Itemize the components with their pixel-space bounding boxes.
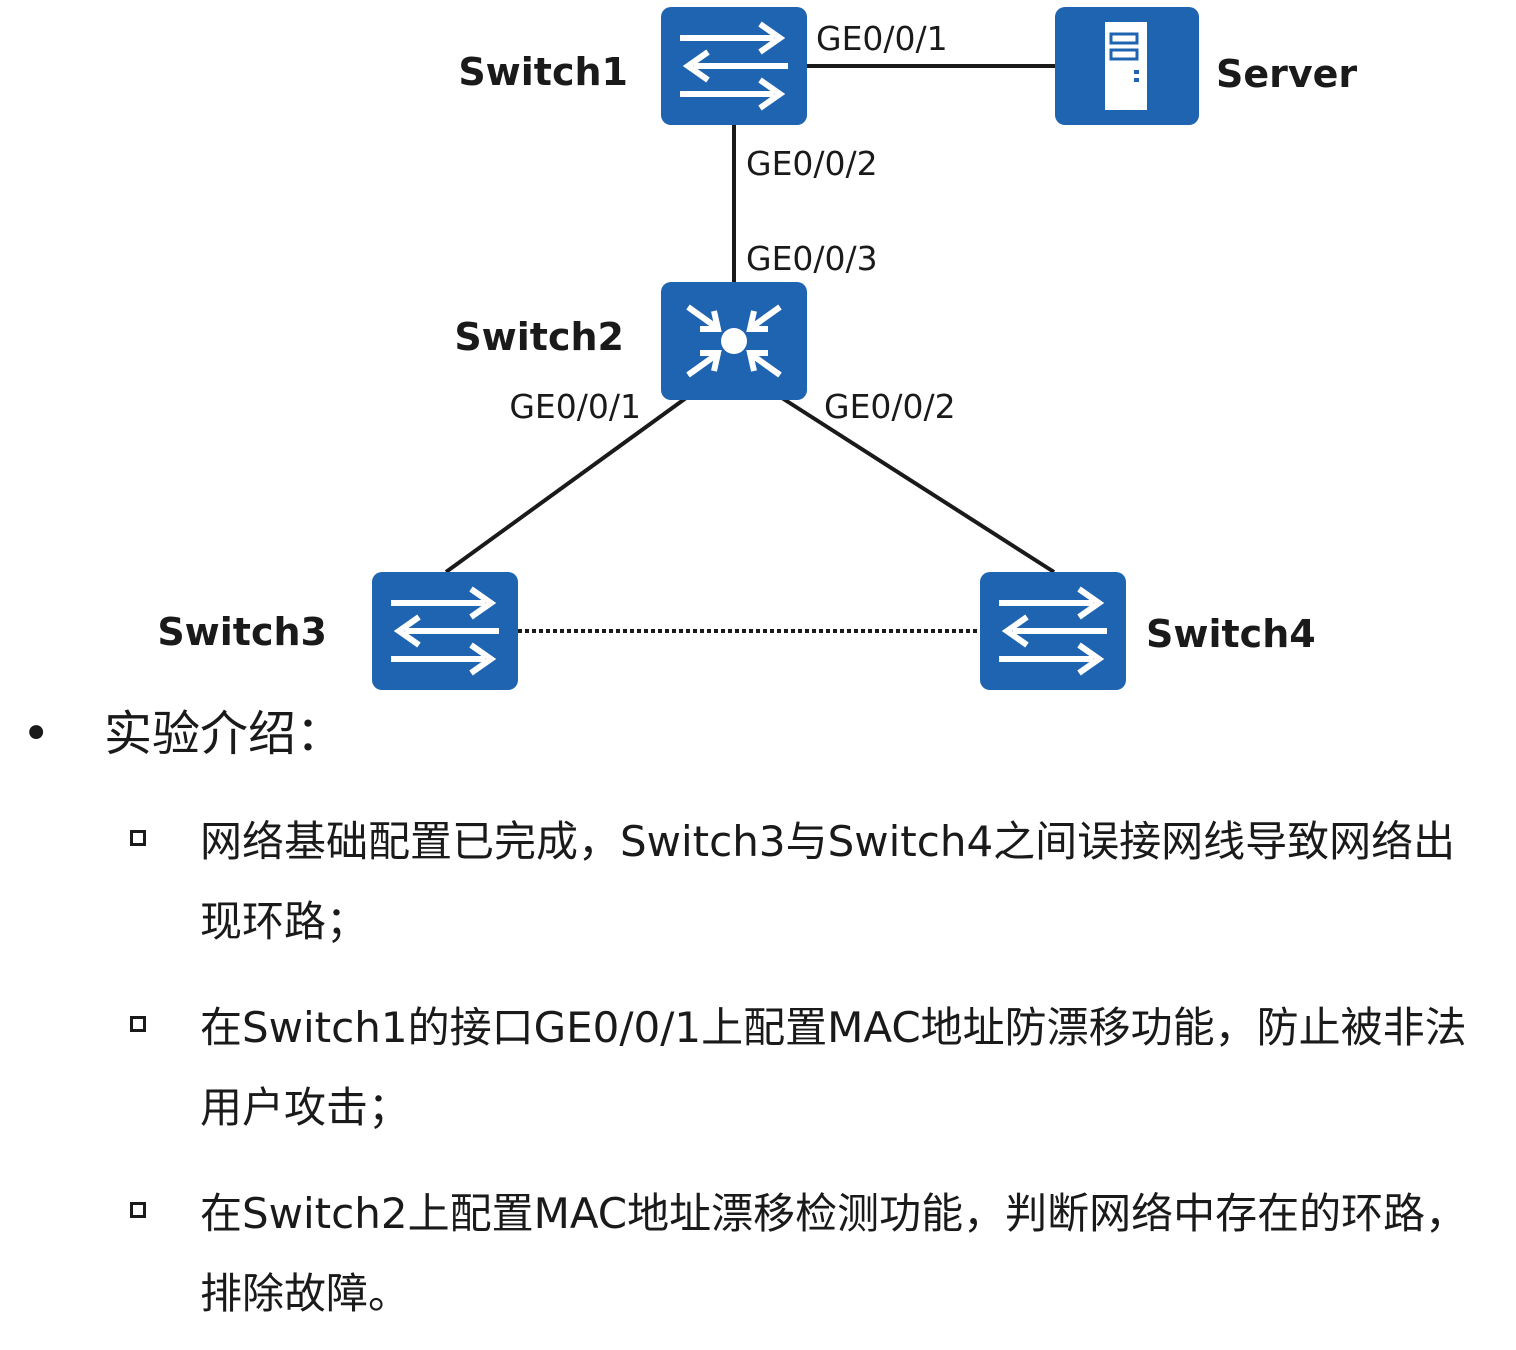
port-label-switch1-ge002: GE0/0/2: [746, 144, 878, 183]
switch-arrows-icon: [999, 589, 1107, 673]
intro-item-text: 在Switch1的接口GE0/0/1上配置MAC地址防漂移功能，防止被非法用户攻…: [200, 1003, 1467, 1132]
intro-item-text: 在Switch2上配置MAC地址漂移检测功能，判断网络中存在的环路，排除故障。: [200, 1189, 1468, 1318]
device-switch2[interactable]: [661, 282, 807, 400]
label-switch1: Switch1: [458, 50, 628, 94]
port-label-switch2-ge001: GE0/0/1: [509, 387, 641, 426]
network-topology-diagram: Switch1 Server Swi: [157, 7, 1357, 690]
intro-item-text: 网络基础配置已完成，Switch3与Switch4之间误接网线导致网络出现环路；: [200, 817, 1456, 946]
intro-heading: 实验介绍：: [104, 706, 345, 762]
switch-arrows-icon: [680, 24, 788, 108]
label-server: Server: [1216, 52, 1357, 96]
port-label-switch1-ge001: GE0/0/1: [816, 19, 948, 58]
switch-arrows-icon: [391, 589, 499, 673]
square-bullet-icon: [130, 1016, 146, 1032]
link-switch2-switch4: [780, 396, 1056, 574]
port-label-switch2-ge002: GE0/0/2: [824, 387, 956, 426]
square-bullet-icon: [130, 830, 146, 846]
server-icon: [1105, 22, 1147, 110]
device-switch4[interactable]: [980, 572, 1126, 690]
device-server[interactable]: [1055, 7, 1199, 125]
device-switch1[interactable]: [661, 7, 807, 125]
core-switch-icon: [686, 304, 782, 378]
link-switch2-switch3: [444, 396, 688, 574]
bullet-dot: •: [22, 706, 51, 762]
label-switch3: Switch3: [157, 610, 327, 654]
links: [444, 64, 1056, 633]
port-label-switch2-ge003: GE0/0/3: [746, 239, 878, 278]
label-switch4: Switch4: [1146, 612, 1316, 656]
label-switch2: Switch2: [454, 315, 624, 359]
square-bullet-icon: [130, 1202, 146, 1218]
device-switch3[interactable]: [372, 572, 518, 690]
